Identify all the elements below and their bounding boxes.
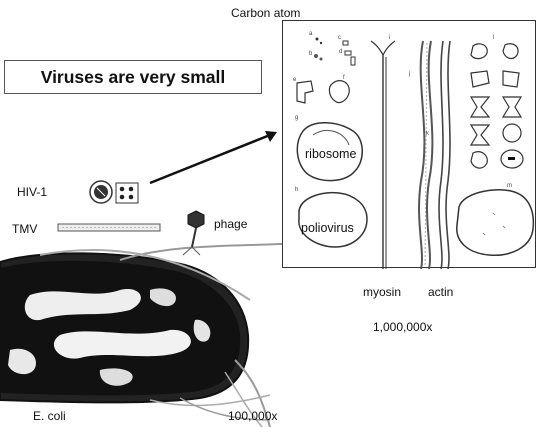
fig-letter-f: f (343, 75, 345, 81)
inset-scale-label: 1,000,000x (373, 320, 432, 334)
phage-label: phage (214, 217, 247, 231)
actin-label: actin (428, 285, 453, 299)
hiv-label: HIV-1 (17, 185, 47, 199)
ribosome-label: ribosome (305, 147, 356, 161)
fig-letter-e: e (293, 77, 296, 83)
fig-letter-m: m (507, 183, 512, 189)
fig-letter-a: a (309, 31, 312, 37)
myosin-label: myosin (363, 285, 401, 299)
poliovirus-label: poliovirus (301, 221, 354, 235)
fig-letter-k: k (426, 131, 429, 137)
fig-letter-l: l (493, 35, 494, 41)
fig-letter-d: d (339, 49, 342, 55)
molecule-scale-panel: a b c d e f g h i j k l m ribosome polio… (282, 20, 536, 268)
carbon-atom-label: Carbon atom (231, 6, 300, 20)
slide-title: Viruses are very small (4, 60, 262, 94)
tmv-label: TMV (12, 222, 37, 236)
hiv-particle (90, 181, 138, 203)
fig-letter-j: j (409, 71, 410, 77)
tmv-rod (58, 224, 160, 231)
fig-letter-b: b (309, 51, 312, 57)
fig-letter-c: c (338, 35, 341, 41)
ecoli-label: E. coli (33, 409, 66, 423)
fig-letter-g: g (295, 115, 298, 121)
main-scale-label: 100,000x (228, 409, 277, 423)
fig-letter-i: i (389, 35, 390, 41)
fig-letter-h: h (295, 187, 298, 193)
zoom-arrow (150, 131, 277, 183)
